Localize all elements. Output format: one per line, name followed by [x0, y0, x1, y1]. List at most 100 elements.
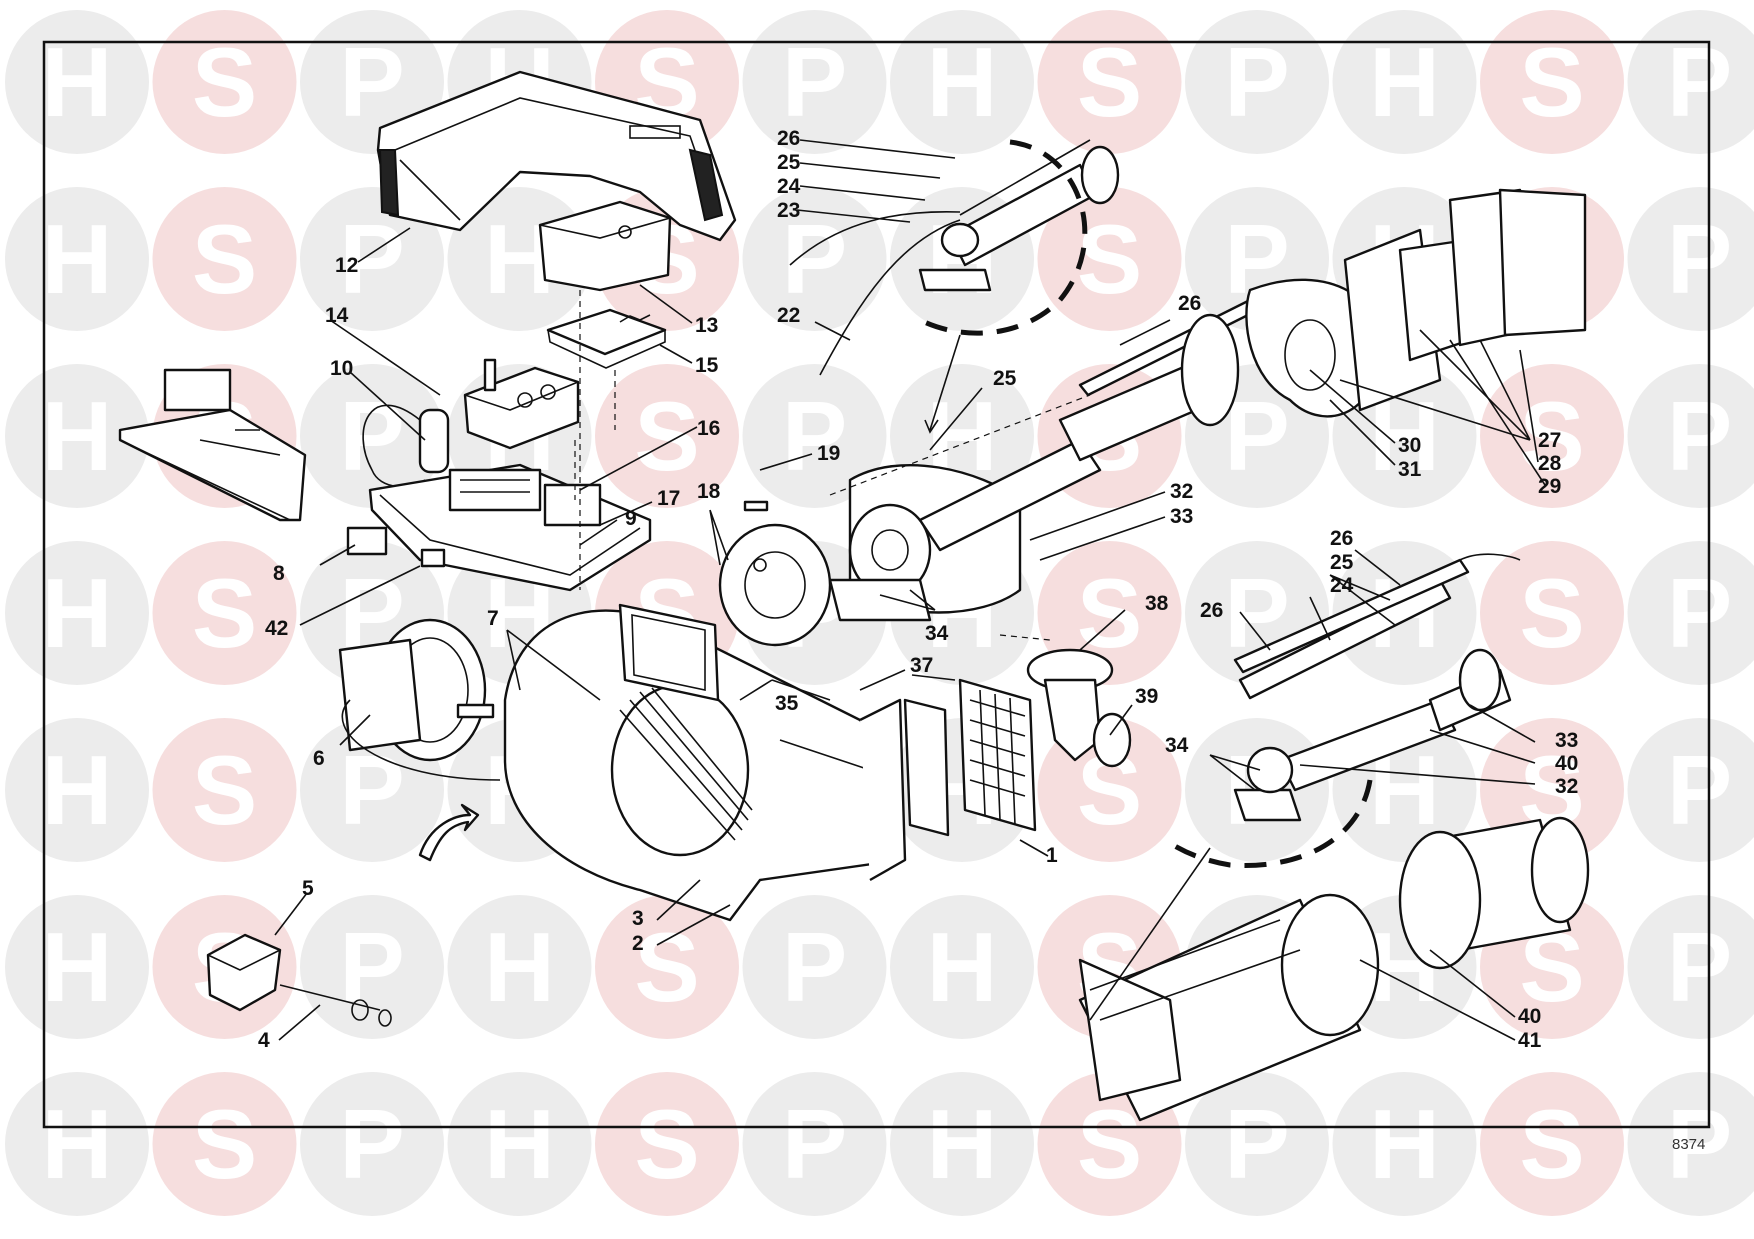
watermark-circle [1037, 10, 1182, 154]
watermark-letter: P [1224, 27, 1289, 137]
electrode-assembly-top-part [789, 139, 1120, 376]
watermark-circle [1627, 187, 1754, 331]
part-label: 14 [325, 304, 349, 327]
watermark-circle [1480, 10, 1624, 154]
watermark-circle [595, 1072, 739, 1216]
watermark-circle [1627, 1072, 1754, 1216]
watermark-circle [5, 541, 149, 685]
control-board-part [546, 308, 667, 369]
watermark-circle [890, 895, 1034, 1039]
part-label: 32 [1170, 480, 1193, 503]
callout-arrow-top [929, 334, 961, 431]
watermark-circle [5, 364, 149, 508]
diagram-frame [42, 40, 1711, 1129]
watermark-circle [1185, 10, 1329, 154]
watermark-letter: P [339, 1089, 404, 1199]
part-label: 38 [1145, 592, 1169, 615]
watermark-letter: P [1667, 912, 1732, 1022]
watermark-letter: H [484, 912, 555, 1022]
watermark-letter: S [1519, 381, 1584, 491]
part-label: 41 [1518, 1029, 1542, 1052]
watermark-letter: S [1077, 204, 1142, 314]
watermark-letter: P [782, 27, 847, 137]
watermark-circle [5, 187, 149, 331]
motor-part [338, 618, 501, 781]
part-label: 16 [697, 417, 720, 440]
part-label: 6 [313, 747, 325, 770]
watermark-letter: S [192, 735, 257, 845]
part-label: 4 [258, 1029, 270, 1052]
watermark-circle [890, 1072, 1034, 1216]
part-label: 24 [1330, 574, 1354, 597]
watermark-letter: H [42, 1089, 113, 1199]
control-box-lid-part [538, 200, 672, 292]
part-label: 9 [625, 507, 637, 530]
callout-circle-right [1163, 779, 1373, 869]
part-label: 40 [1518, 1005, 1541, 1028]
connector-block-part [420, 548, 446, 568]
control-unit-part [463, 358, 580, 450]
watermark-circle [1037, 187, 1182, 331]
watermark-letter: H [927, 27, 998, 137]
watermark-letter: P [339, 381, 404, 491]
watermark-circle [1332, 10, 1477, 154]
watermark-letter: S [1077, 558, 1142, 668]
watermark-circle [5, 1072, 149, 1216]
watermark-circle [152, 541, 297, 685]
watermark-letter: S [1077, 27, 1142, 137]
watermark-letter: P [1224, 1089, 1289, 1199]
part-label: 29 [1538, 475, 1561, 498]
part-label: 25 [777, 151, 801, 174]
watermark-letter: P [339, 912, 404, 1022]
watermark-circle [1627, 364, 1754, 508]
watermark-letter: P [1667, 27, 1732, 137]
watermark-circle [152, 187, 297, 331]
photocell-part [362, 404, 450, 488]
part-label: 1 [1046, 844, 1058, 867]
watermark-letter: S [1519, 1089, 1584, 1199]
part-label: 13 [695, 314, 718, 337]
watermark-circle [447, 895, 592, 1039]
watermark-circle [1480, 364, 1624, 508]
watermark-letter: S [634, 381, 699, 491]
watermark-circle [5, 895, 149, 1039]
watermark-circle [890, 10, 1034, 154]
watermark-letter: S [1519, 27, 1584, 137]
watermark-circle [300, 364, 444, 508]
part-label: 34 [925, 622, 949, 645]
airflow-arrow [418, 803, 480, 862]
part-label: 31 [1398, 458, 1422, 481]
watermark-letter: P [782, 381, 847, 491]
part-label: 25 [993, 367, 1017, 390]
watermark-letter: P [782, 1089, 847, 1199]
combustion-tube-assembly-part [1078, 816, 1590, 1122]
part-label: 7 [487, 607, 499, 630]
watermark-letter: P [1667, 558, 1732, 668]
part-label: 26 [1178, 292, 1201, 315]
watermark-letter: S [192, 204, 257, 314]
watermark-letter: H [42, 912, 113, 1022]
watermark-circle [1627, 895, 1754, 1039]
watermark-letter: P [1667, 1089, 1732, 1199]
component-drawings [118, 70, 1590, 1122]
fuse-block-part [346, 526, 388, 556]
electrode-assembly-right-part [1233, 553, 1521, 700]
part-label: 3 [632, 907, 644, 930]
part-label: 8 [273, 562, 285, 585]
watermark-circle [742, 187, 887, 331]
callout-circle-top [918, 139, 1088, 336]
watermark-letter: H [42, 204, 113, 314]
watermark-letter: H [42, 27, 113, 137]
watermark-letter: H [484, 1089, 555, 1199]
watermark-letter: S [634, 912, 699, 1022]
part-label: 33 [1555, 729, 1578, 752]
watermark-circle [742, 895, 887, 1039]
part-label: 26 [1330, 527, 1353, 550]
part-number-labels: 12 13 14 15 10 16 17 9 8 42 7 6 18 19 25… [258, 127, 1578, 1052]
nozzle-flange-part [718, 500, 832, 647]
watermark-circle [1627, 541, 1754, 685]
part-label: 26 [777, 127, 800, 150]
watermark-circle [742, 364, 887, 508]
watermark-circle [595, 364, 739, 508]
